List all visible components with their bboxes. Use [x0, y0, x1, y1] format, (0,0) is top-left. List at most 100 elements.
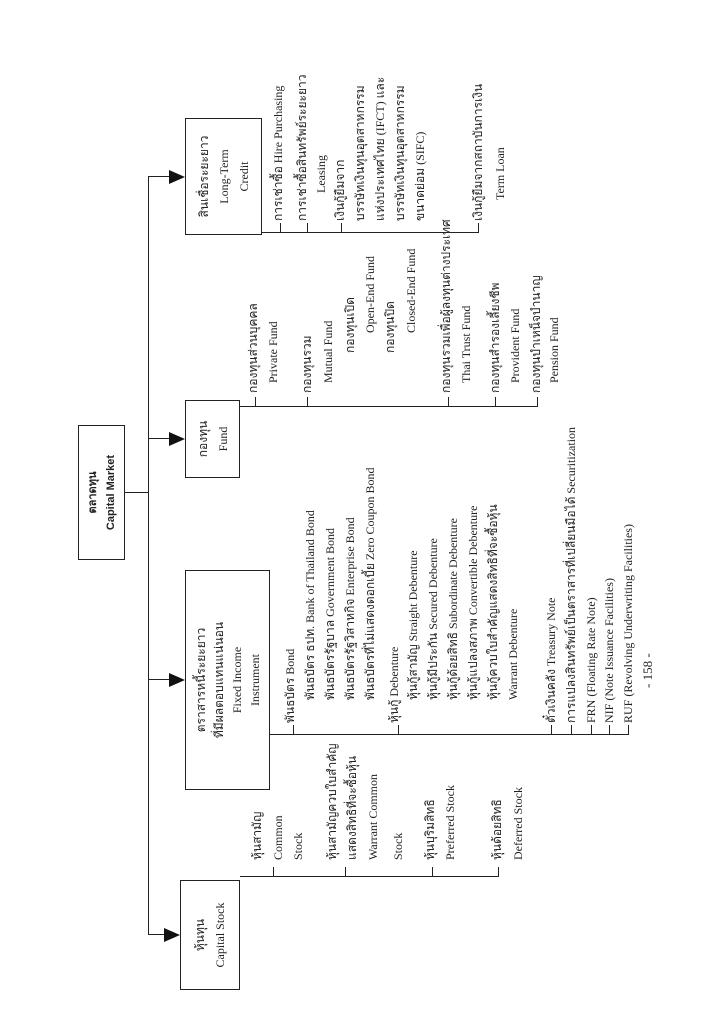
fund-sub: Open-End Fund — [363, 256, 377, 333]
stock-item: Stock — [291, 832, 305, 860]
box-label: ที่มีผลตอบแทนแน่นอน — [211, 621, 226, 739]
fund-item: กองทุนส่วนบุคคล — [246, 303, 260, 393]
fund-item: กองทุนรวม — [300, 335, 314, 393]
arrow-icon — [164, 928, 180, 942]
tick — [432, 867, 433, 877]
debenture-sub: หุ้นกู้แปลงสภาพ Convertible Debenture — [466, 505, 480, 700]
fi-item: RUF (Revolving Underwriting Facilities) — [621, 524, 635, 723]
fund-item: Pension Fund — [547, 317, 561, 383]
stock-item: Stock — [391, 832, 405, 860]
credit-item: แห่งประเทศไทย (IFCT) และ — [373, 76, 387, 221]
tick — [341, 223, 342, 233]
box-label: Long-Term — [216, 149, 231, 204]
long-term-credit-box: สินเชื่อระยะยาว Long-Term Credit — [185, 118, 262, 235]
tick — [345, 867, 346, 877]
bond-sub: พันธบัตร ธปท. Bank of Thailand Bond — [303, 510, 317, 700]
root-box-capital-market: ตลาดทุน Capital Market — [78, 425, 125, 560]
stock-item: Deferred Stock — [511, 787, 525, 860]
stock-item: หุ้นสามัญ — [250, 811, 264, 860]
bus-line — [148, 177, 149, 935]
fund-item: Thai Trust Fund — [459, 305, 473, 383]
credit-item: Leasing — [314, 155, 328, 193]
fund-sub: กองทุนปิด — [383, 301, 397, 353]
stock-item: หุ้นบุริมสิทธิ — [423, 799, 437, 860]
fund-item: กองทุนรวมเพื่อผู้ลงทุนต่างประเทศ — [439, 219, 453, 393]
box-label-en: Capital Stock — [213, 902, 227, 968]
stock-item: หุ้นสามัญควบใบสำคัญ — [325, 743, 339, 860]
fund-item: กองทุนสำรองเลี้ยงชีพ — [488, 282, 502, 393]
box-label: Credit — [236, 161, 251, 192]
tick — [495, 397, 496, 407]
tick — [293, 725, 294, 735]
connector — [148, 438, 170, 439]
tick — [307, 223, 308, 233]
connector — [148, 176, 170, 177]
fund-trunk — [240, 406, 537, 407]
tick — [280, 223, 281, 233]
fixed-income-box: ตราสารหนี้ระยะยาว ที่มีผลตอบแทนแน่นอน Fi… — [185, 570, 270, 790]
tick — [448, 397, 449, 407]
root-th: ตลาดทุน — [86, 471, 99, 514]
tick — [307, 397, 308, 407]
stock-item: หุ้นด้อยสิทธิ — [490, 799, 504, 860]
box-label: Instrument — [247, 654, 262, 706]
root-en: Capital Market — [104, 454, 117, 531]
credit-item: บรรษัทเงินทุนอุตสาหกรรม — [393, 85, 407, 221]
tick — [591, 725, 592, 735]
stock-trunk — [240, 876, 498, 877]
capital-stock-box: หุ้นทุน Capital Stock — [180, 880, 240, 990]
debenture-sub: หุ้นกู้ด้อยสิทธิ Subordinate Debenture — [446, 518, 460, 700]
arrow-icon — [169, 432, 185, 446]
tick — [551, 725, 552, 735]
tick — [273, 867, 274, 877]
credit-item: เงินกู้ยืมจากสถาบันการเงิน — [471, 83, 485, 221]
credit-trunk — [262, 232, 478, 233]
fund-item: กองทุนบำเหน็จบำนาญ — [529, 275, 543, 393]
tick — [628, 725, 629, 735]
stock-item: Common — [271, 815, 285, 860]
fund-item: Private Fund — [266, 321, 280, 383]
bond-sub: พันธบัตรรัฐบาล Government Bond — [323, 527, 337, 700]
fixed-income-trunk — [270, 734, 628, 735]
box-label: Fund — [215, 426, 230, 452]
debenture-sub: หุ้นกู้สามัญ Straight Debenture — [406, 550, 420, 700]
stock-item: แสดงสิทธิที่จะซื้อหุ้น — [345, 755, 359, 860]
root-connector — [125, 492, 148, 493]
bond-item: พันธบัตร Bond — [283, 648, 297, 723]
tick — [478, 223, 479, 233]
box-label: กองทุน — [195, 420, 210, 458]
debenture-item: หุ้นกู้ Debenture — [387, 646, 401, 723]
credit-item: บรรษัทเงินทุนอุตสาหกรรม — [353, 85, 367, 221]
credit-item: ขนาดย่อม (SIFC) — [413, 131, 427, 221]
bond-sub: พันธบัตรที่ไม่แสดงดอกเบี้ย Zero Coupon B… — [363, 467, 377, 700]
fund-item: Provident Fund — [508, 308, 522, 383]
tick — [609, 725, 610, 735]
tick — [498, 867, 499, 877]
tick — [537, 397, 538, 407]
fund-box: กองทุน Fund — [185, 400, 240, 478]
stock-item: Warrant Common — [366, 773, 380, 860]
box-label: Fixed Income — [229, 646, 244, 714]
fund-item: Mutual Fund — [321, 320, 335, 383]
arrow-icon — [169, 673, 185, 687]
box-label: สินเชื่อระยะยาว — [196, 135, 211, 218]
debenture-sub: หุ้นกู้มีประกัน Secured Debenture — [426, 538, 440, 700]
connector — [148, 679, 170, 680]
page-number: - 158 - — [640, 653, 655, 688]
tick — [571, 725, 572, 735]
box-label-th: หุ้นทุน — [193, 918, 207, 952]
fund-sub: Closed-End Fund — [404, 248, 418, 333]
stock-item: Preferred Stock — [443, 785, 457, 860]
credit-item: เงินกู้ยืมจาก — [333, 159, 347, 221]
credit-item: Term Loan — [493, 147, 507, 200]
arrow-icon — [169, 170, 185, 184]
fund-sub: กองทุนเปิด — [343, 297, 357, 353]
debenture-sub: หุ้นกู้ควบใบสำคัญแสดงสิทธิที่จะซื้อหุ้น — [486, 504, 500, 700]
tick — [398, 725, 399, 735]
box-label: ตราสารหนี้ระยะยาว — [193, 627, 208, 733]
tick — [255, 397, 256, 407]
fi-item: การแปลงสินทรัพย์เป็นตราสารที่เปลี่ยนมือไ… — [564, 426, 578, 723]
debenture-sub: Warrant Debenture — [506, 608, 520, 700]
credit-item: การเช่าซื้อสินทรัพย์ระยะยาว — [295, 74, 309, 221]
